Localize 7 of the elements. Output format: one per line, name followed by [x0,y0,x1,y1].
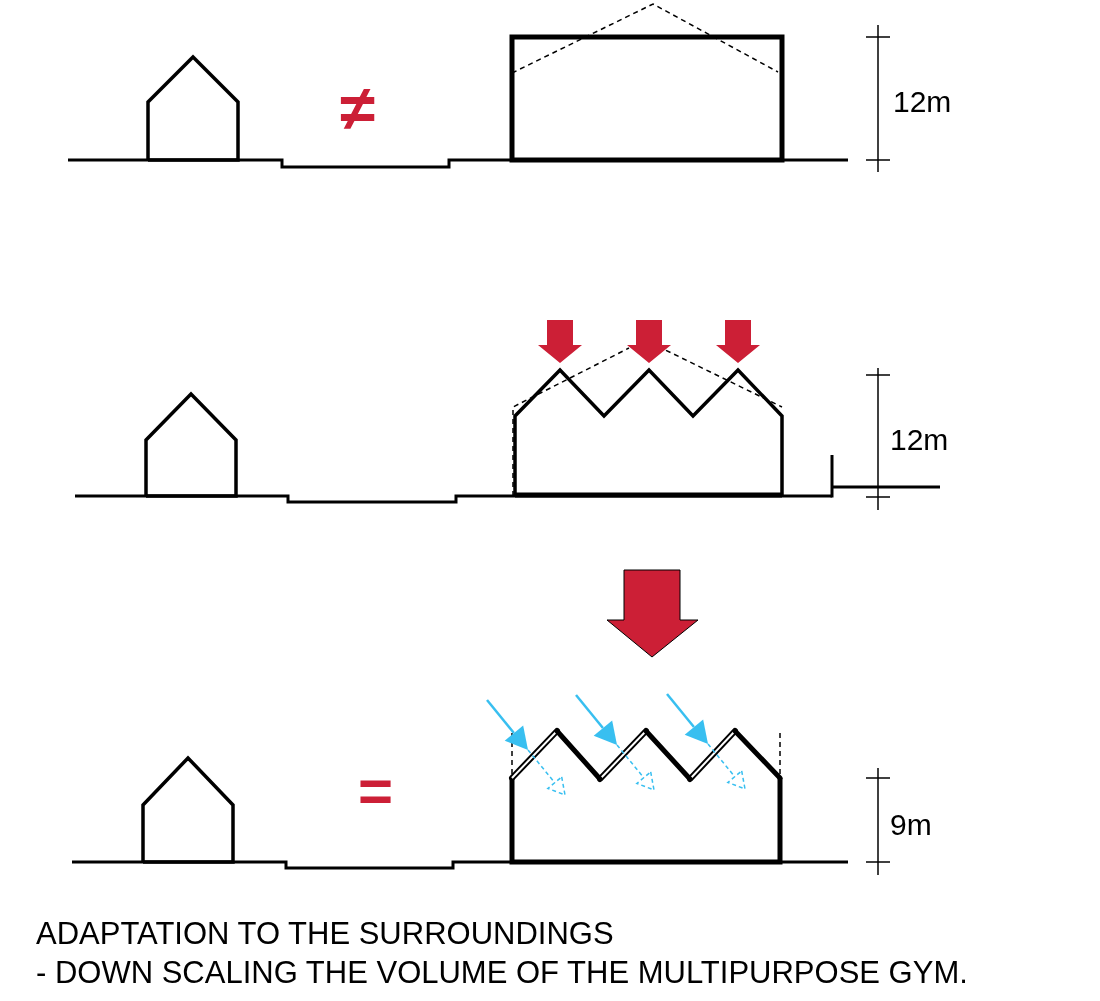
height-label: 12m [890,425,949,455]
equal-sign: = [358,761,394,821]
caption-title: ADAPTATION TO THE SURROUNDINGS [36,918,614,949]
height-label: 12m [893,87,952,117]
not-equal-sign: ≠ [340,76,376,140]
caption-text: - DOWN SCALING THE VOLUME OF THE MULTIPURPOSE GYM. [36,957,968,988]
height-label: 9m [890,810,932,840]
